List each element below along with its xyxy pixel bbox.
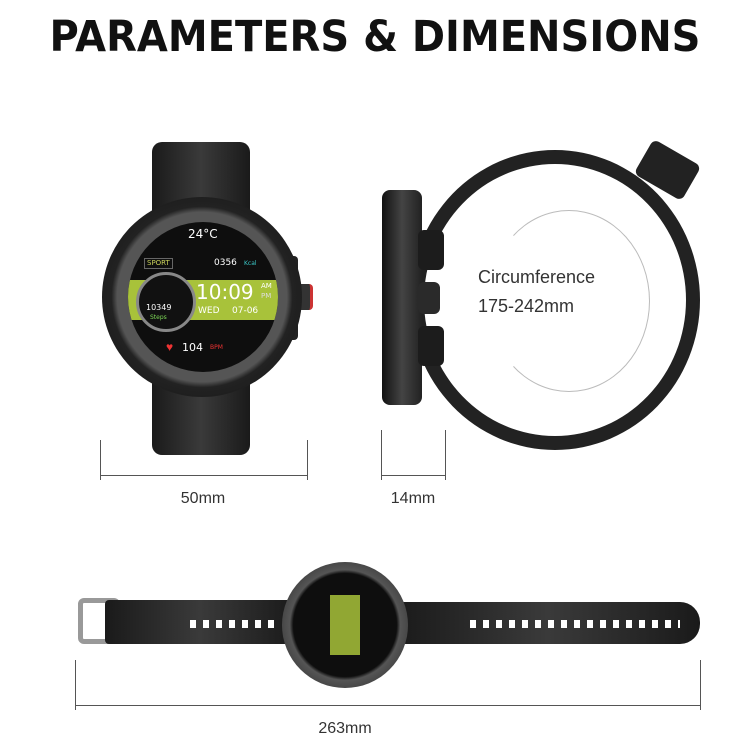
dimension-tick bbox=[381, 430, 382, 480]
circumference-value: 175-242mm bbox=[478, 296, 575, 316]
steps-label: Steps bbox=[150, 314, 167, 321]
strap-holes-left bbox=[190, 620, 280, 628]
side-button-top bbox=[418, 230, 444, 270]
sport-label: SPORT bbox=[144, 258, 173, 269]
time: 10:09 bbox=[196, 280, 254, 304]
side-button-bottom bbox=[418, 326, 444, 366]
heart-icon: ♥ bbox=[166, 340, 174, 354]
dimension-tick bbox=[700, 660, 701, 710]
width-label: 50mm bbox=[180, 490, 226, 507]
strap-holes bbox=[470, 620, 680, 628]
kcal-value: 0356 bbox=[214, 258, 237, 268]
flat-watch-screen bbox=[330, 595, 360, 655]
heart-rate: 104 bbox=[182, 341, 203, 354]
dimension-tick bbox=[75, 660, 76, 710]
circumference-arc bbox=[488, 210, 650, 392]
thickness-dimension-line bbox=[381, 475, 445, 476]
steps-value: 10349 bbox=[146, 303, 172, 312]
width-dimension-line bbox=[100, 475, 307, 476]
dimension-tick bbox=[445, 430, 446, 480]
circumference-label: Circumference bbox=[478, 267, 596, 287]
watch-screen: 24°C SPORT 0356 Kcal 10349 Steps 10:09 A… bbox=[128, 222, 278, 372]
dimension-tick bbox=[307, 440, 308, 480]
temperature: 24°C bbox=[188, 227, 218, 241]
side-crown bbox=[418, 282, 440, 314]
length-dimension-line bbox=[75, 705, 700, 706]
am-label: AM bbox=[261, 282, 272, 290]
thickness-label: 14mm bbox=[390, 490, 436, 507]
page-title: PARAMETERS & DIMENSIONS bbox=[49, 12, 701, 62]
kcal-unit: Kcal bbox=[244, 260, 257, 267]
length-label: 263mm bbox=[318, 720, 372, 737]
watch-side bbox=[382, 190, 422, 405]
day: WED bbox=[198, 306, 220, 316]
date: 07-06 bbox=[232, 306, 259, 316]
steps-ring bbox=[136, 272, 196, 332]
dimension-tick bbox=[100, 440, 101, 480]
pm-label: PM bbox=[261, 292, 272, 300]
heart-unit: BPM bbox=[210, 344, 223, 351]
